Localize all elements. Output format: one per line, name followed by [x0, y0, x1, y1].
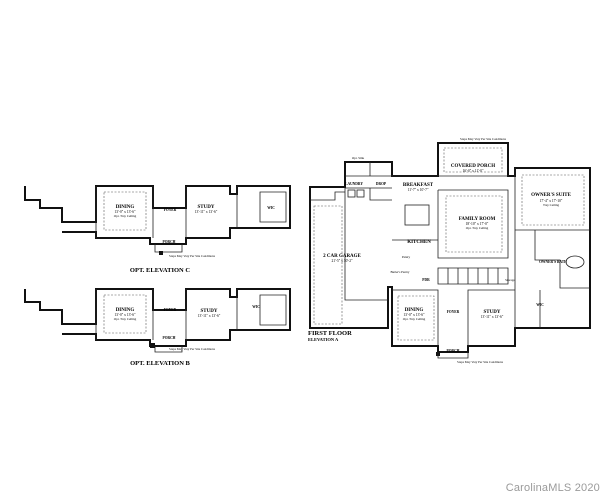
breakfast-dims: 11'-7" x 10'-7": [408, 188, 429, 192]
storage-label: Storage: [505, 278, 515, 282]
owners-bath-label: OWNER'S BATH: [539, 260, 567, 264]
garage-label: 2 CAR GARAGE: [323, 254, 361, 259]
opt-b-steps-note: Steps May Vary Per Site Conditions: [169, 347, 216, 351]
first-floor-title: FIRST FLOOR: [308, 330, 352, 337]
opt-elevation-c: DINING 13'-0" x 13'-6" Opt. Tray Ceiling…: [24, 185, 291, 274]
breakfast-label: BREAKFAST: [403, 183, 434, 188]
covered-porch-dims: 16'-0" x 11'-0": [463, 169, 484, 173]
dining-dims: 13'-0" x 13'-6": [404, 313, 426, 317]
opt-b-dining-label: DINING: [116, 308, 135, 313]
opt-b-dining-note: Opt. Tray Ceiling: [114, 317, 137, 321]
opt-b-study-dims: 13'-11" x 13'-6": [198, 314, 221, 318]
opt-elevation-b: DINING 13'-0" x 13'-6" Opt. Tray Ceiling…: [24, 288, 291, 367]
butler-pantry-label: Butler's Pantry: [391, 270, 410, 274]
kitchen-label: KITCHEN: [407, 240, 431, 245]
opt-b-study-label: STUDY: [201, 309, 218, 314]
wic-label: WIC: [536, 303, 544, 307]
first-floor-subtitle: ELEVATION A: [308, 337, 339, 342]
foyer-label: FOYER: [447, 310, 460, 314]
opt-b-foyer-label: FOYER: [164, 308, 177, 312]
laundry-label: LAUNDRY: [345, 182, 363, 186]
opt-sink-label: Opt. Sink: [352, 156, 365, 160]
opt-c-study-dims: 13'-11" x 13'-6": [195, 210, 218, 214]
owners-suite-label: OWNER'S SUITE: [531, 193, 572, 198]
drop-label: DROP: [376, 182, 387, 186]
covered-porch-label: COVERED PORCH: [451, 164, 495, 169]
opt-c-title: OPT. ELEVATION C: [130, 267, 190, 274]
opt-c-dining-label: DINING: [116, 205, 135, 210]
owners-suite-note: Tray Ceiling: [543, 203, 559, 207]
porch-steps-note: Steps May Vary Per Site Conditions: [457, 360, 504, 364]
opt-b-dining-dims: 13'-0" x 13'-6": [115, 313, 137, 317]
family-room-dims: 18'-10" x 17'-0": [466, 222, 489, 226]
pantry-label: Pantry: [402, 255, 411, 259]
opt-c-dining-note: Opt. Tray Ceiling: [114, 214, 137, 218]
porch-label: PORCH: [447, 349, 460, 353]
opt-b-porch-label: PORCH: [163, 336, 176, 340]
family-room-note: Opt. Tray Ceiling: [466, 226, 489, 230]
opt-b-wic-label: WIC: [252, 305, 260, 309]
opt-c-steps-note: Steps May Vary Per Site Conditions: [169, 254, 216, 258]
opt-c-wic-label: WIC: [267, 206, 275, 210]
opt-c-study-label: STUDY: [198, 205, 215, 210]
owners-suite-dims: 17'-4" x 17'-10": [540, 199, 563, 203]
opt-c-dining-dims: 13'-0" x 13'-6": [115, 210, 137, 214]
rear-steps-note: Steps May Vary Per Site Conditions: [460, 137, 507, 141]
first-floor-plan: 2 CAR GARAGE 21'-5" x 30'-2" LAUNDRY Opt…: [308, 137, 591, 364]
opt-c-foyer-label: FOYER: [164, 208, 177, 212]
pwdr-label: PDR: [422, 278, 430, 282]
garage-dims: 21'-5" x 30'-2": [332, 259, 354, 263]
dining-note: Opt. Tray Ceiling: [403, 317, 426, 321]
opt-b-title: OPT. ELEVATION B: [130, 360, 190, 367]
family-room-label: FAMILY ROOM: [459, 217, 496, 222]
study-label: STUDY: [484, 310, 501, 315]
watermark: CarolinaMLS 2020: [505, 482, 600, 494]
opt-c-porch-label: PORCH: [163, 240, 176, 244]
study-dims: 13'-11" x 13'-6": [481, 315, 504, 319]
dining-label: DINING: [405, 308, 424, 313]
